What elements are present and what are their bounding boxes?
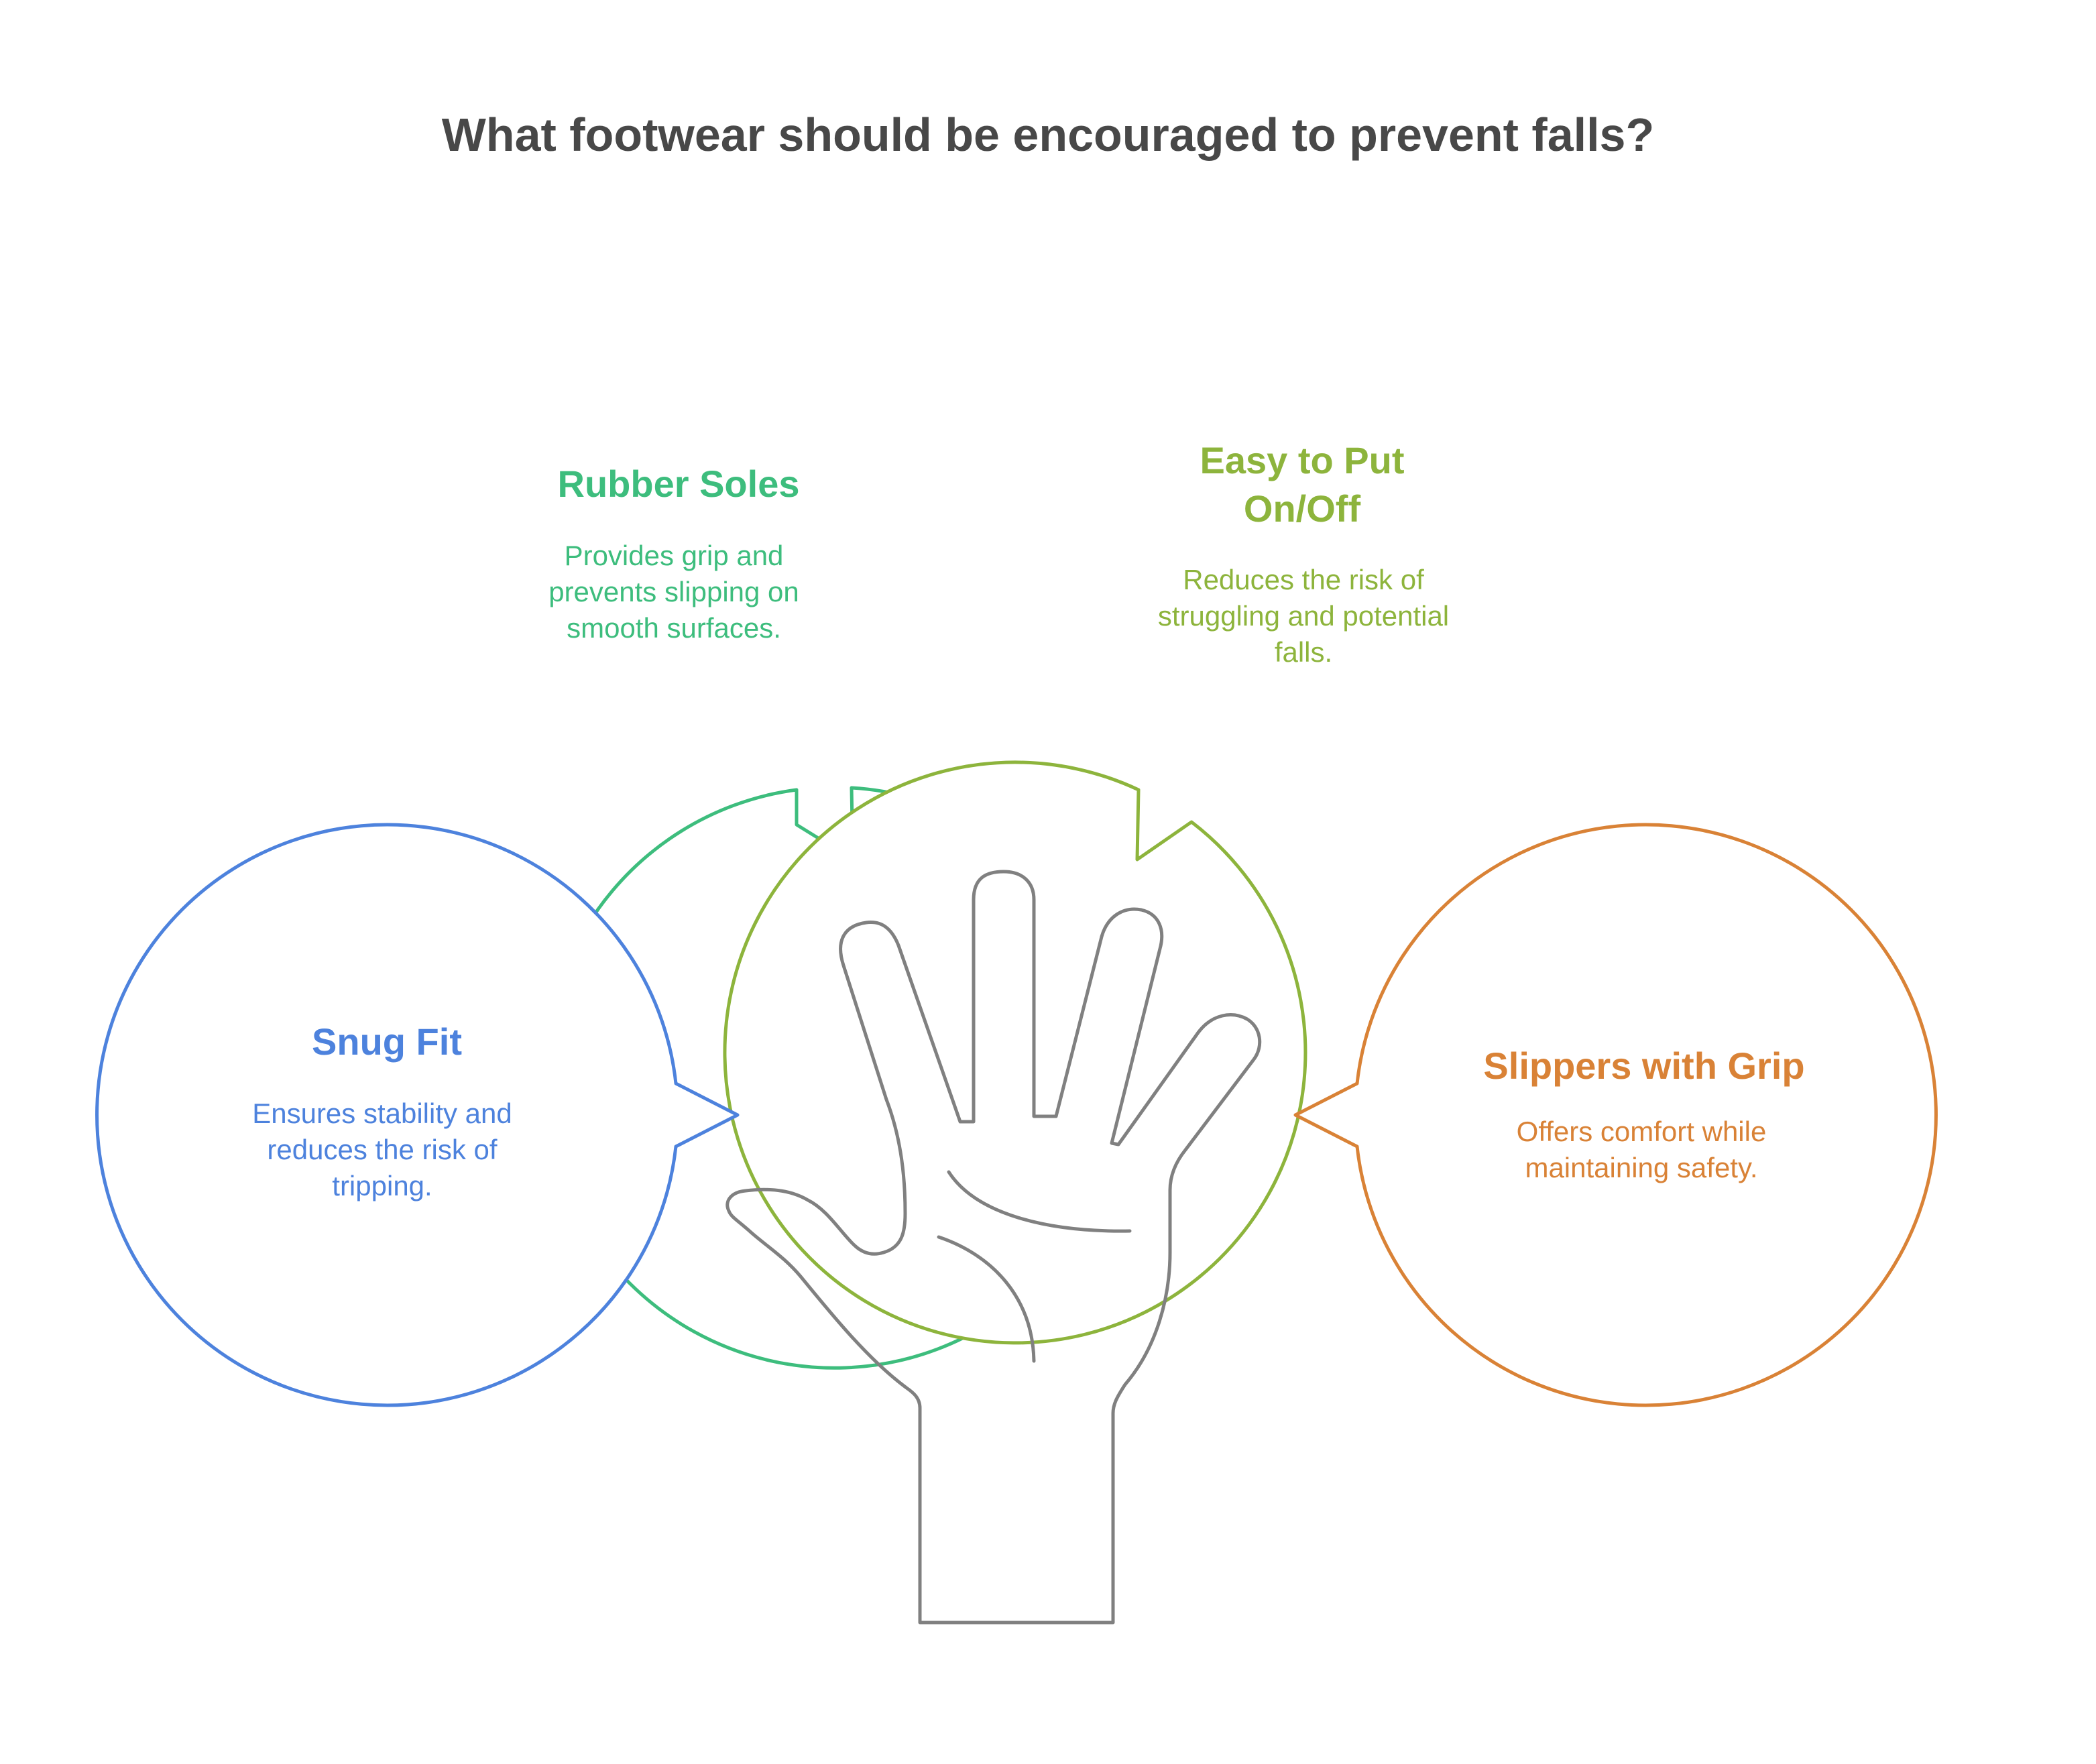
diagram-title: What footwear should be encouraged to pr…: [442, 109, 1655, 161]
rubber-soles-desc-line: smooth surfaces.: [567, 612, 781, 644]
easy-on-off-desc-line: falls.: [1275, 636, 1332, 668]
open-hand-icon: [725, 870, 1262, 1625]
easy-on-off-desc-line: Reduces the risk of: [1183, 564, 1424, 595]
bubble-snug-fit-desc: Ensures stability and reduces the risk of…: [252, 1098, 512, 1201]
rubber-soles-title-line: Rubber Soles: [558, 463, 800, 505]
bubble-slippers-with-grip: Slippers with Grip Offers comfort while m…: [1293, 823, 1938, 1407]
snug-fit-desc-line: Ensures stability and: [252, 1098, 512, 1129]
hand-palm-line-lower: [937, 1235, 1036, 1363]
snug-fit-desc-line: tripping.: [332, 1170, 432, 1201]
bubble-slippers-desc: Offers comfort while maintaining safety.: [1517, 1116, 1767, 1183]
snug-fit-title-line: Snug Fit: [312, 1020, 462, 1063]
easy-on-off-title-line: Easy to Put: [1200, 439, 1405, 481]
bubble-slippers-title: Slippers with Grip: [1483, 1045, 1804, 1087]
bubble-rubber-soles-title: Rubber Soles: [558, 463, 800, 505]
bubble-slippers-outline: [1293, 823, 1938, 1407]
rubber-soles-desc-line: prevents slipping on: [548, 576, 799, 607]
slippers-desc-line: maintaining safety.: [1525, 1152, 1757, 1183]
bubble-easy-on-off-outline: [723, 760, 1307, 1345]
rubber-soles-desc-line: Provides grip and: [565, 540, 784, 571]
slippers-title-line: Slippers with Grip: [1483, 1045, 1804, 1087]
easy-on-off-desc-line: struggling and potential: [1158, 600, 1449, 632]
snug-fit-desc-line: reduces the risk of: [267, 1134, 497, 1165]
hand-outline: [725, 870, 1262, 1625]
hand-palm-line-upper: [947, 1170, 1132, 1233]
easy-on-off-title-line: On/Off: [1244, 487, 1361, 530]
bubble-rubber-soles-desc: Provides grip and prevents slipping on smo…: [548, 540, 799, 644]
bubble-easy-on-off-desc: Reduces the risk of struggling and potent…: [1158, 564, 1449, 668]
bubble-snug-fit: Snug Fit Ensures stability and reduces th…: [95, 823, 740, 1407]
bubble-snug-fit-title: Snug Fit: [312, 1020, 462, 1063]
bubble-snug-fit-outline: [95, 823, 740, 1407]
slippers-desc-line: Offers comfort while: [1517, 1116, 1767, 1147]
